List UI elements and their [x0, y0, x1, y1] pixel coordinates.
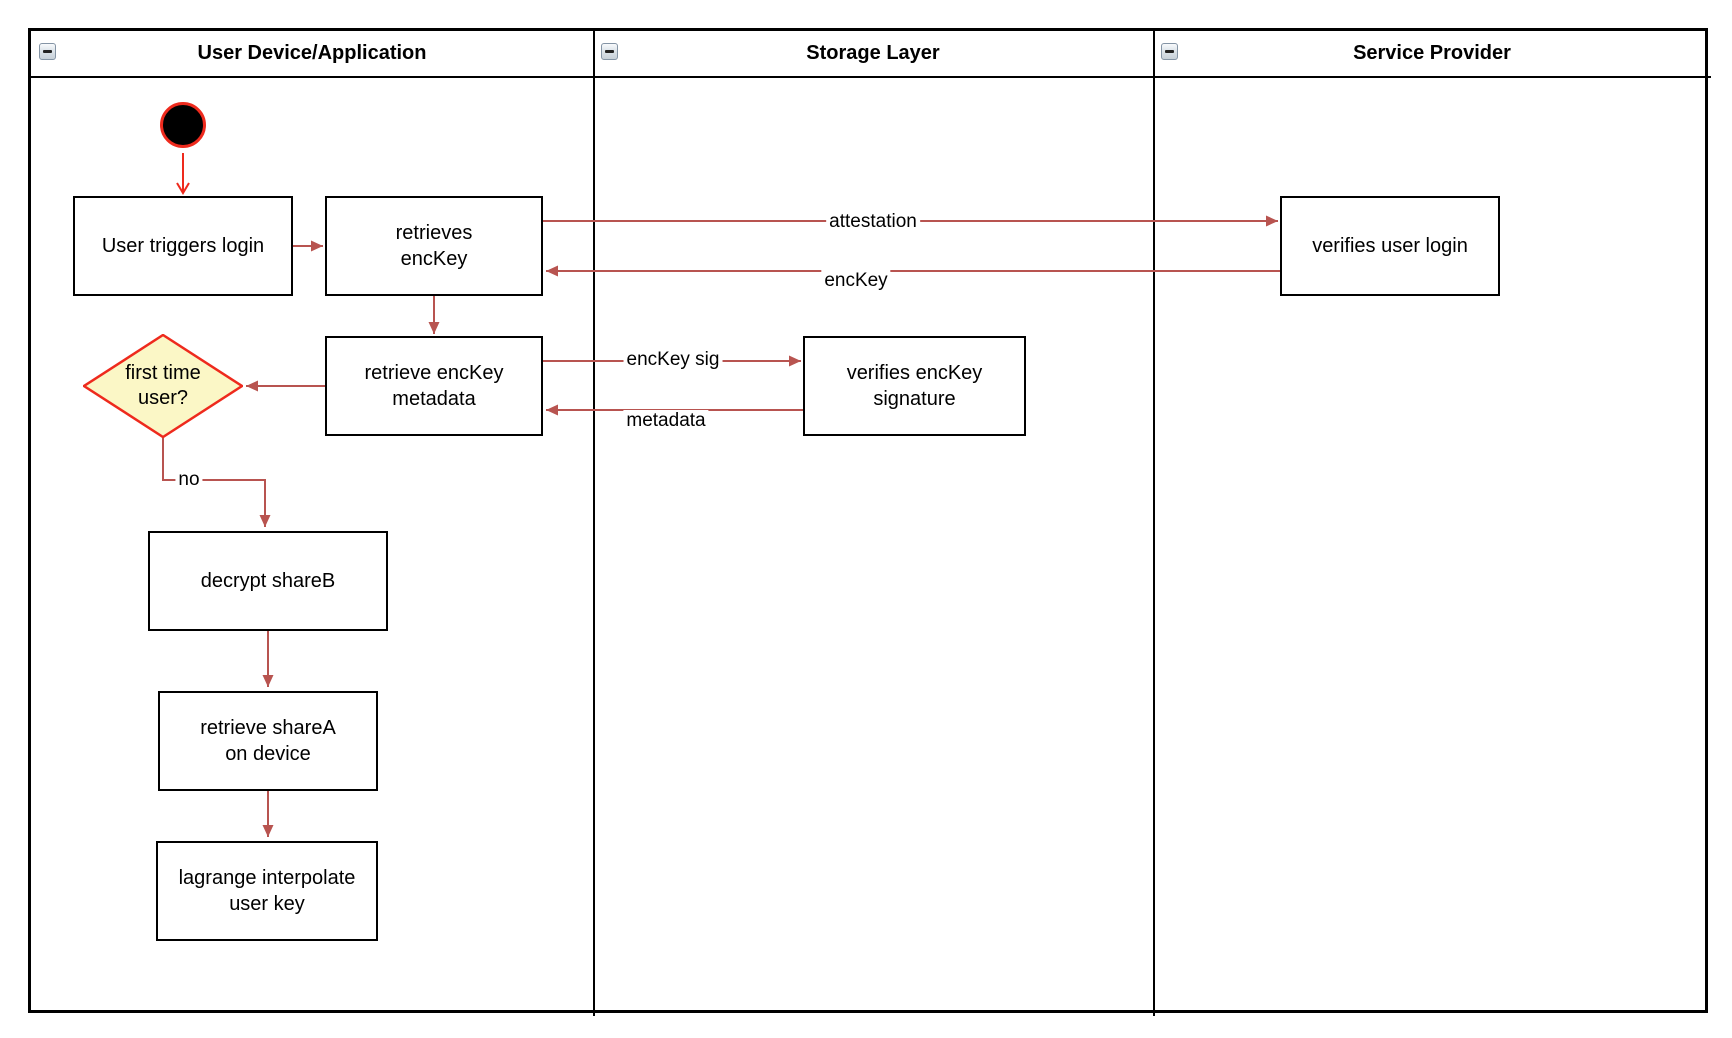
minus-icon — [1165, 50, 1174, 53]
node-user-triggers-login[interactable]: User triggers login — [73, 196, 293, 296]
lane-title-user-device-application[interactable]: User Device/Application — [197, 42, 427, 64]
node-label: retrieve shareA on device — [200, 717, 336, 765]
collapse-icon[interactable] — [601, 43, 618, 60]
edge-label-metadata-return[interactable]: metadata — [623, 410, 709, 432]
lane-separator — [593, 31, 595, 1016]
node-label: retrieve encKey metadata — [364, 362, 504, 410]
minus-icon — [605, 50, 614, 53]
lane-separator — [1153, 31, 1155, 1016]
node-retrieve-sharea-on-device[interactable]: retrieve shareA on device — [158, 691, 378, 791]
edge-label-attestation[interactable]: attestation — [826, 211, 920, 233]
node-label: retrieves encKey — [395, 222, 473, 270]
swimlane-diagram: User Device/Application Storage Layer Serv… — [28, 28, 1711, 1016]
node-verifies-enckey-signature[interactable]: verifies encKey signature — [803, 336, 1026, 436]
node-retrieves-enckey[interactable]: retrieves encKey — [325, 196, 543, 296]
edge-label-decision-no[interactable]: no — [175, 469, 203, 491]
lane-header-divider — [31, 76, 1711, 78]
edge-label-enckey-return[interactable]: encKey — [821, 270, 891, 292]
lane-title-storage-layer[interactable]: Storage Layer — [806, 42, 940, 64]
node-retrieve-enckey-metadata[interactable]: retrieve encKey metadata — [325, 336, 543, 436]
node-first-time-user[interactable]: first time user? — [81, 333, 245, 439]
node-label: verifies encKey signature — [846, 362, 983, 410]
lane-title-service-provider[interactable]: Service Provider — [1353, 42, 1511, 64]
node-lagrange-interpolate-user-key[interactable]: lagrange interpolate user key — [156, 841, 378, 941]
collapse-icon[interactable] — [1161, 43, 1178, 60]
node-decrypt-shareb[interactable]: decrypt shareB — [148, 531, 388, 631]
node-label: first time user? — [125, 362, 201, 409]
node-start[interactable] — [160, 102, 206, 148]
node-label: decrypt shareB — [200, 570, 336, 592]
collapse-icon[interactable] — [39, 43, 56, 60]
node-label: User triggers login — [101, 235, 265, 257]
edge-label-enckey-sig[interactable]: encKey sig — [623, 349, 723, 371]
minus-icon — [43, 50, 52, 53]
node-verifies-user-login[interactable]: verifies user login — [1280, 196, 1500, 296]
diamond-shape — [81, 333, 245, 439]
node-label: verifies user login — [1312, 235, 1468, 257]
node-label: lagrange interpolate user key — [178, 867, 356, 915]
